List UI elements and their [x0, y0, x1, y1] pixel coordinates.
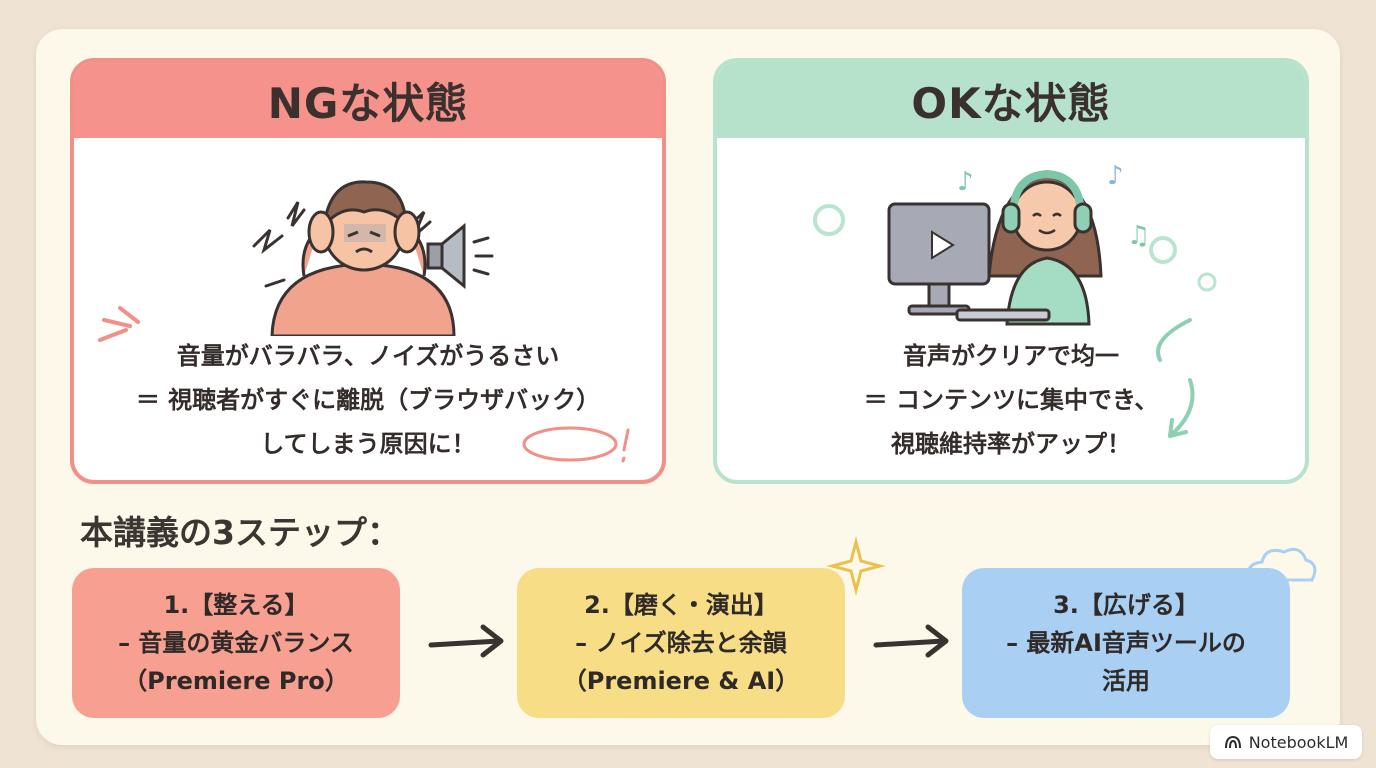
ng-line-1: 音量がバラバラ、ノイズがうるさい	[176, 342, 560, 370]
ok-description: 音声がクリアで均一 ＝ コンテンツに集中でき、 視聴維持率がアップ！	[717, 334, 1305, 466]
steps-heading: 本講義の3ステップ：	[80, 513, 400, 552]
step-1-subtitle: – 音量の黄金バランス	[118, 629, 354, 657]
svg-text:♫: ♫	[1127, 221, 1150, 251]
step-3-note: 活用	[1102, 667, 1150, 695]
step-3-title: 3.【広げる】	[1053, 591, 1199, 619]
notebooklm-logo-icon	[1224, 735, 1241, 749]
step-2-note: （Premiere & AI）	[562, 667, 800, 695]
ng-line-3: してしまう原因に！	[260, 430, 476, 458]
step-1-title: 1.【整える】	[163, 591, 309, 619]
ok-line-2: ＝ コンテンツに集中でき、	[863, 386, 1159, 414]
step-card-2: 2.【磨く・演出】 – ノイズ除去と余韻 （Premiere & AI）	[517, 568, 845, 718]
ng-line-2: ＝ 視聴者がすぐに離脱（ブラウザバック）	[135, 386, 601, 414]
step-3-subtitle: – 最新AI音声ツールの	[1006, 629, 1246, 657]
step-2-title: 2.【磨く・演出】	[584, 591, 778, 619]
ng-description: 音量がバラバラ、ノイズがうるさい ＝ 視聴者がすぐに離脱（ブラウザバック） して…	[74, 334, 662, 466]
ok-panel-title: OKな状態	[717, 62, 1305, 138]
focused-person-illustration: ♪ ♪ ♫	[813, 161, 1217, 326]
ok-panel: OKな状態 ♪ ♪ ♫ 音声がクリアで均一 ＝ コンテンツに集中でき、 視聴維持…	[713, 58, 1309, 484]
step-card-1: 1.【整える】 – 音量の黄金バランス （Premiere Pro）	[72, 568, 400, 718]
notebooklm-badge: NotebookLM	[1210, 725, 1362, 759]
ng-panel-title: NGな状態	[74, 62, 662, 138]
ok-line-1: 音声がクリアで均一	[903, 342, 1119, 370]
svg-text:♪: ♪	[1107, 161, 1124, 191]
svg-text:♪: ♪	[957, 167, 974, 197]
ok-line-3: 視聴維持率がアップ！	[891, 430, 1131, 458]
arrow-right-icon	[873, 624, 949, 658]
arrow-right-icon	[428, 624, 504, 658]
step-1-note: （Premiere Pro）	[123, 667, 349, 695]
step-card-3: 3.【広げる】 – 最新AI音声ツールの 活用	[962, 568, 1290, 718]
badge-label: NotebookLM	[1248, 732, 1349, 752]
ng-panel: NGな状態 音量がバラバラ、ノイズがうるさい ＝ 視聴者がすぐに離脱（ブラウザバ…	[70, 58, 666, 484]
step-2-subtitle: – ノイズ除去と余韻	[575, 629, 787, 657]
frustrated-person-illustration	[252, 180, 494, 336]
